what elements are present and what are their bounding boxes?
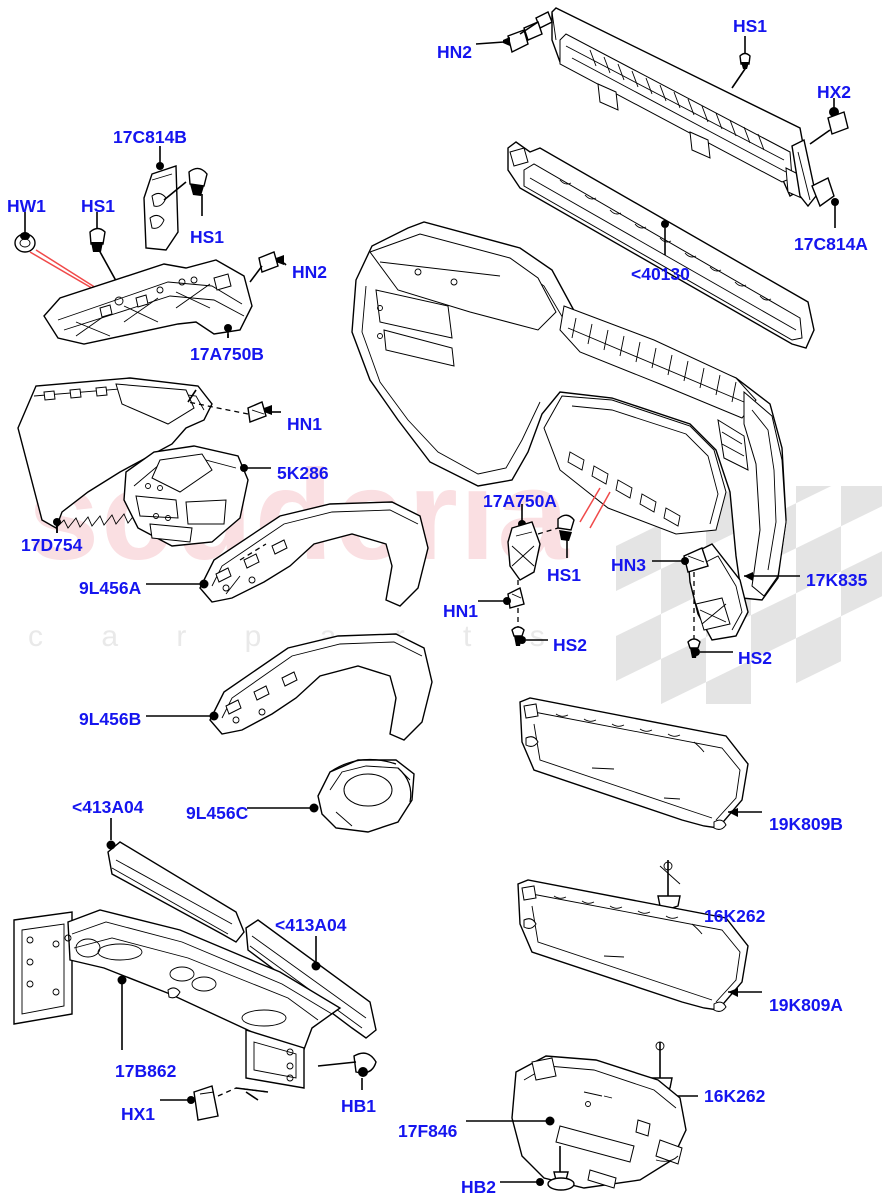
label-9l456b[interactable]: 9L456B <box>79 709 142 729</box>
label-hn1-upper[interactable]: HN1 <box>287 414 323 434</box>
part-17k835-bumper-cover <box>351 221 800 641</box>
label-413a04-1[interactable]: <413A04 <box>72 797 144 817</box>
fastener-hx1 <box>160 1085 269 1121</box>
label-17a750b[interactable]: 17A750B <box>190 344 264 364</box>
label-hs1-top[interactable]: HS1 <box>733 16 768 36</box>
fastener-hn2-top <box>475 21 539 54</box>
label-9l456a[interactable]: 9L456A <box>79 578 142 598</box>
part-40130-moulding <box>507 141 815 349</box>
part-17f846-undertray <box>466 1055 687 1189</box>
label-413a04-2[interactable]: <413A04 <box>275 915 347 935</box>
label-hs1-left[interactable]: HS1 <box>81 196 116 216</box>
label-17b862[interactable]: 17B862 <box>115 1061 177 1081</box>
label-19k809b[interactable]: 19K809B <box>769 814 843 834</box>
label-hx1[interactable]: HX1 <box>121 1104 156 1124</box>
part-19k809b-valance <box>519 697 762 885</box>
label-hn1-lower[interactable]: HN1 <box>443 601 479 621</box>
fastener-hs1-mid <box>163 167 208 216</box>
part-5k286-insert <box>123 445 271 547</box>
fastener-hs1-top <box>731 36 751 89</box>
label-hx2[interactable]: HX2 <box>817 82 852 102</box>
label-17c814a[interactable]: 17C814A <box>794 234 868 254</box>
label-hs1-low[interactable]: HS1 <box>547 565 582 585</box>
label-17f846[interactable]: 17F846 <box>398 1121 458 1141</box>
part-19k809a-valance <box>517 879 762 1012</box>
part-17a750a-bracket <box>507 504 559 581</box>
fastener-hs2-right <box>687 638 733 658</box>
fastener-hn1-lower <box>478 580 525 630</box>
leader-17c814a <box>831 198 839 228</box>
label-17d754[interactable]: 17D754 <box>21 535 83 555</box>
label-hb1[interactable]: HB1 <box>341 1096 377 1116</box>
label-hs2-right[interactable]: HS2 <box>738 648 773 668</box>
label-hb2[interactable]: HB2 <box>461 1177 497 1197</box>
label-17k835[interactable]: 17K835 <box>806 570 868 590</box>
part-9l456c-duct <box>247 758 415 833</box>
label-5k286[interactable]: 5K286 <box>277 463 329 483</box>
fastener-hs1-low <box>557 514 575 558</box>
label-hn2-left[interactable]: HN2 <box>292 262 328 282</box>
part-crossmember-upper <box>523 7 835 208</box>
part-17a750b-bar <box>43 259 253 345</box>
label-17c814b[interactable]: 17C814B <box>113 127 187 147</box>
label-9l456c[interactable]: 9L456C <box>186 803 249 823</box>
label-hw1[interactable]: HW1 <box>7 196 46 216</box>
label-hn2-top[interactable]: HN2 <box>437 42 473 62</box>
part-17c814b-bracket <box>143 146 179 251</box>
part-9l456b-duct <box>146 633 433 741</box>
fastener-hs1-left <box>89 212 121 289</box>
part-413a04-upper <box>106 818 245 943</box>
fastener-hs2-left <box>511 626 548 646</box>
fastener-hn3 <box>652 547 709 640</box>
part-17b862-beam <box>13 909 342 1089</box>
label-16k262-2[interactable]: 16K262 <box>704 1086 766 1106</box>
part-17d754-panel <box>17 377 213 533</box>
fastener-hb1 <box>317 1052 377 1090</box>
label-hs1-mid[interactable]: HS1 <box>190 227 225 247</box>
label-40130[interactable]: <40130 <box>631 264 690 284</box>
fastener-hn2-left <box>249 251 287 283</box>
label-hs2-left[interactable]: HS2 <box>553 635 588 655</box>
label-16k262-1[interactable]: 16K262 <box>704 906 766 926</box>
fastener-hn1-upper <box>187 389 281 423</box>
part-9l456a-duct <box>146 501 429 607</box>
fastener-hb2 <box>500 1146 575 1191</box>
label-17a750a[interactable]: 17A750A <box>483 491 557 511</box>
fastener-hx2 <box>809 98 849 145</box>
label-hn3[interactable]: HN3 <box>611 555 647 575</box>
label-19k809a[interactable]: 19K809A <box>769 995 843 1015</box>
